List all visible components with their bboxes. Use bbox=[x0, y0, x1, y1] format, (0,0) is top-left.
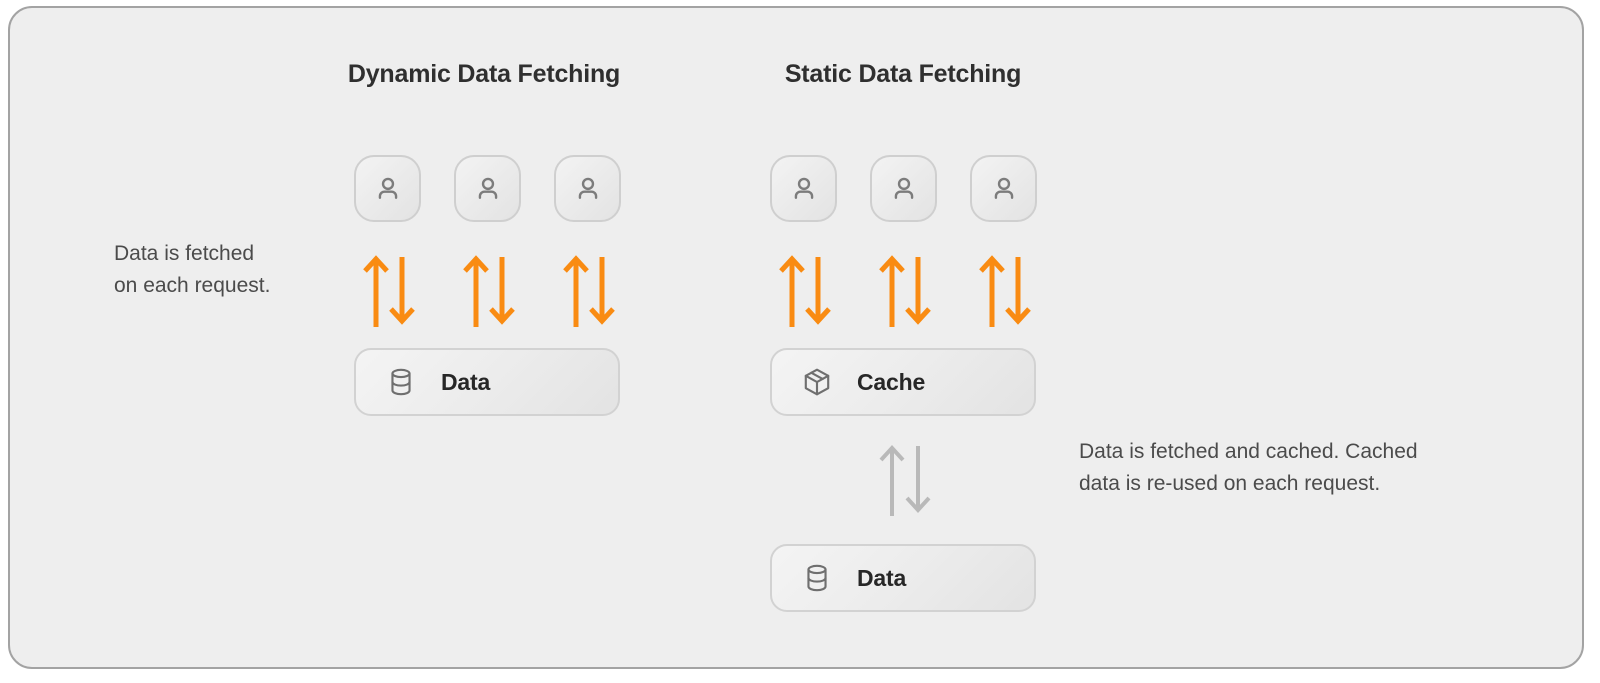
user-icon bbox=[787, 172, 821, 206]
arrow-down-icon bbox=[805, 257, 831, 325]
arrow-up-icon bbox=[979, 255, 1005, 327]
store-label-dynamic-data: Data bbox=[441, 368, 491, 395]
package-icon bbox=[800, 365, 834, 399]
client-avatar-static-3[interactable] bbox=[970, 155, 1037, 222]
arrow-up-icon bbox=[563, 255, 589, 327]
user-icon bbox=[371, 172, 405, 206]
store-box-static-cache[interactable]: Cache bbox=[770, 348, 1036, 416]
connector-cache-to-data bbox=[876, 440, 931, 520]
arrow-down-icon bbox=[489, 257, 515, 325]
arrow-down-icon bbox=[905, 257, 931, 325]
arrow-up-icon bbox=[363, 255, 389, 327]
user-icon bbox=[571, 172, 605, 206]
arrow-up-icon bbox=[879, 255, 905, 327]
connector-static-3 bbox=[976, 251, 1031, 331]
arrow-down-icon bbox=[389, 257, 415, 325]
user-icon bbox=[471, 172, 505, 206]
connector-dynamic-2 bbox=[460, 251, 515, 331]
database-icon bbox=[384, 365, 418, 399]
column-title-dynamic: Dynamic Data Fetching bbox=[347, 60, 621, 88]
client-avatar-dynamic-2[interactable] bbox=[454, 155, 521, 222]
client-avatar-dynamic-3[interactable] bbox=[554, 155, 621, 222]
store-label-static-cache: Cache bbox=[857, 368, 926, 395]
database-icon bbox=[800, 561, 834, 595]
arrow-up-icon bbox=[463, 255, 489, 327]
connector-static-1 bbox=[776, 251, 831, 331]
store-label-static-data: Data bbox=[857, 564, 907, 591]
user-icon bbox=[887, 172, 921, 206]
arrow-down-icon bbox=[589, 257, 615, 325]
client-avatar-static-2[interactable] bbox=[870, 155, 937, 222]
store-box-dynamic-data[interactable]: Data bbox=[354, 348, 620, 416]
connector-static-2 bbox=[876, 251, 931, 331]
caption-static: Data is fetched and cached. Cached data … bbox=[1079, 440, 1418, 495]
arrow-up-icon bbox=[779, 255, 805, 327]
client-avatar-dynamic-1[interactable] bbox=[354, 155, 421, 222]
arrow-down-icon bbox=[1005, 257, 1031, 325]
connector-dynamic-1 bbox=[360, 251, 415, 331]
diagram-frame: Dynamic Data Fetching Static Data Fetchi… bbox=[8, 6, 1584, 669]
caption-dynamic: Data is fetched on each request. bbox=[114, 242, 271, 297]
arrow-down-icon bbox=[905, 446, 931, 513]
store-box-static-data[interactable]: Data bbox=[770, 544, 1036, 612]
column-title-static: Static Data Fetching bbox=[784, 60, 1022, 88]
client-avatar-static-1[interactable] bbox=[770, 155, 837, 222]
connector-dynamic-3 bbox=[560, 251, 615, 331]
user-icon bbox=[987, 172, 1021, 206]
arrow-up-icon bbox=[879, 445, 905, 516]
